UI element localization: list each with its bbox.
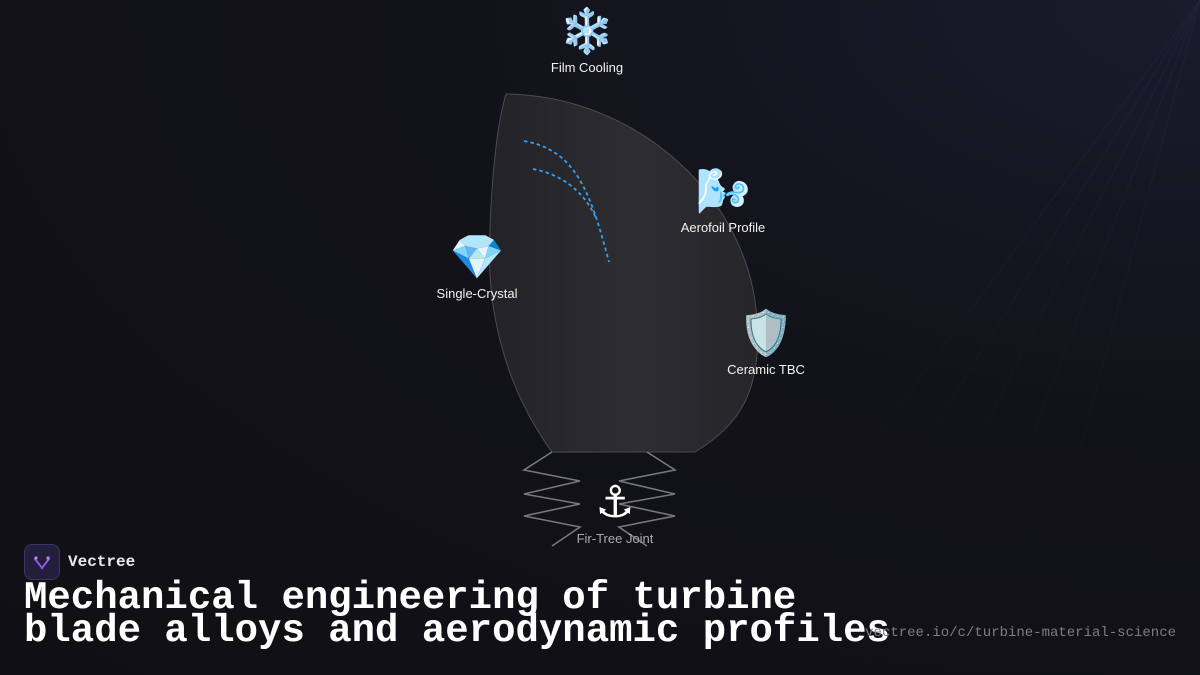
node-fir-tree-joint: ⚓ Fir-Tree Joint (576, 477, 654, 547)
brand: Vectree (24, 544, 135, 580)
cooling-flow-line (523, 140, 610, 263)
vectree-logo-icon (24, 544, 60, 580)
snowflake-icon: ❄️ (559, 6, 615, 57)
node-label: Ceramic TBC (727, 362, 805, 377)
node-film-cooling: ❄️ Film Cooling (550, 6, 624, 76)
wind-icon: 🌬️ (695, 166, 751, 217)
fir-tree-root (616, 451, 678, 547)
cooling-flow-line (532, 168, 597, 219)
brand-name: Vectree (68, 553, 136, 571)
fir-tree-root (521, 451, 583, 547)
node-label: Single-Crystal (436, 286, 518, 301)
node-label: Fir-Tree Joint (576, 531, 654, 546)
node-label: Aerofoil Profile (680, 220, 766, 235)
blade-aerofoil (488, 93, 759, 453)
node-aerofoil-profile: 🌬️ Aerofoil Profile (680, 166, 766, 236)
shield-icon: 🛡️ (738, 308, 794, 359)
node-single-crystal: 💎 Single-Crystal (436, 232, 518, 302)
title-line: blade alloys and aerodynamic profiles (24, 609, 890, 653)
node-ceramic-tbc: 🛡️ Ceramic TBC (727, 308, 805, 378)
node-label: Film Cooling (550, 60, 624, 75)
title-line: Mechanical engineering of turbine (24, 576, 797, 620)
source-url: vectree.io/c/turbine-material-science (865, 625, 1176, 641)
anchor-icon: ⚓ (595, 477, 635, 528)
page-title: Mechanical engineering of turbine blade … (24, 576, 890, 653)
gem-icon: 💎 (449, 232, 505, 283)
